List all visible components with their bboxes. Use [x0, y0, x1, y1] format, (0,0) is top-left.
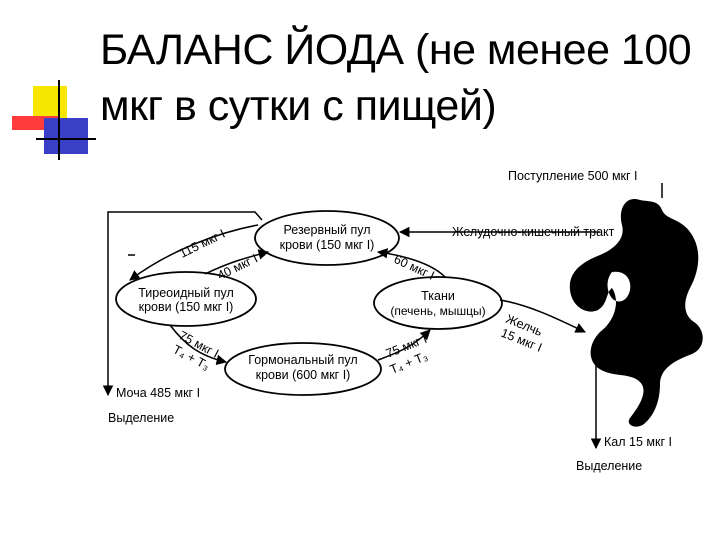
tissue-node: [373, 276, 503, 330]
tissue-line1: Ткани: [421, 289, 455, 303]
label-flow-115: 115 мкг I: [177, 227, 227, 261]
arrow-tissue-to-reserve: [376, 248, 446, 278]
stomach-intestine-icon: [569, 199, 703, 427]
decor-yellow-square: [33, 86, 67, 120]
arrow-thyroid-to-reserve: [204, 249, 270, 275]
decor-horizontal-line: [36, 138, 96, 140]
thyroid-pool-line2: крови (150 мкг I): [139, 300, 234, 314]
arrow-thyroid-to-hormonal: [169, 324, 228, 365]
slide-title: БАЛАНС ЙОДА (не менее 100 мкг в сутки с …: [100, 26, 692, 130]
decor-vertical-line: [58, 80, 60, 160]
label-flow-40: 40 мкг I: [215, 251, 260, 282]
label-excretion-right: Выделение: [576, 459, 642, 473]
label-urine: Моча 485 мкг I: [116, 386, 200, 400]
tissue-line2: (печень, мышцы): [390, 304, 485, 318]
arrow-tissue-to-bile: [499, 299, 586, 333]
hormonal-pool-node: [224, 342, 382, 396]
label-gi-tract: Желудочно-кишечный тракт: [452, 225, 615, 239]
arrow-hormonal-to-tissue: [377, 329, 431, 361]
label-feces: Кал 15 мкг I: [604, 435, 672, 449]
hormonal-pool-line2: крови (600 мкг I): [256, 368, 351, 382]
thyroid-pool-node: [115, 271, 257, 327]
arrow-reserve-to-thyroid: [129, 224, 259, 281]
reserve-pool-node: [254, 210, 400, 266]
reserve-pool-line2: крови (150 мкг I): [280, 238, 375, 252]
label-intake: Поступление 500 мкг I: [508, 169, 638, 183]
hormonal-pool-line1: Гормональный пул: [248, 353, 357, 367]
label-excretion-left: Выделение: [108, 411, 174, 425]
reserve-pool-line1: Резервный пул: [284, 223, 371, 237]
urine-path: [102, 211, 263, 397]
thyroid-pool-line1: Тиреоидный пул: [138, 286, 234, 300]
decor-blue-square: [44, 118, 88, 154]
